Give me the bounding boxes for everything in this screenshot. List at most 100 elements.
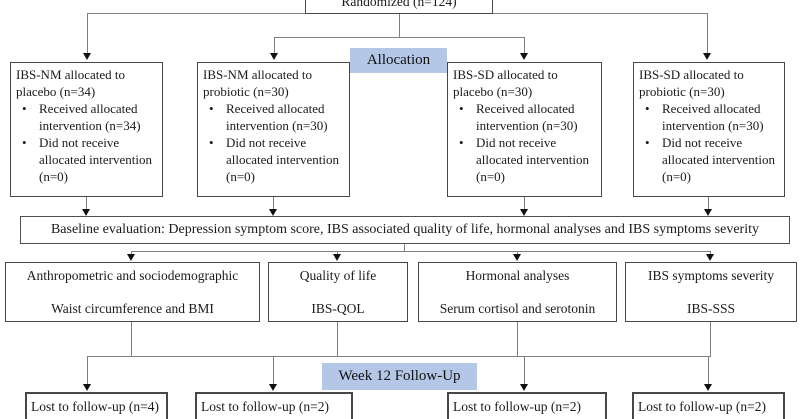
outcome-title: Hormonal analyses (465, 268, 570, 283)
lost-to-followup-text: Lost to follow-up (n=2) (453, 399, 581, 414)
bullet-item: • Received allocated intervention (n=30) (203, 100, 346, 134)
outcome-title: IBS symptoms severity (647, 268, 774, 283)
connector-line (517, 322, 518, 356)
arrowhead-down (706, 254, 714, 261)
bullet-text: Did not receive allocated intervention (… (39, 135, 152, 184)
bullet-text: Received allocated intervention (n=30) (226, 101, 328, 133)
connector-line (404, 244, 405, 252)
outcome-title: Anthropometric and sociodemographic (26, 268, 239, 283)
connector-line (524, 356, 525, 384)
followup-box-ibsnm-probiotic: Lost to follow-up (n=2) (195, 392, 353, 419)
connector-line (710, 322, 711, 356)
allocation-box-title: IBS-NM allocated to placebo (n=34) (16, 67, 126, 99)
outcome-title: Quality of life (299, 268, 377, 283)
arrowhead-down (269, 209, 277, 216)
connector-line (87, 13, 88, 54)
connector-line (337, 251, 338, 255)
bullet-icon: • (209, 135, 214, 150)
lost-to-followup-text: Lost to follow-up (n=2) (201, 399, 329, 414)
bullet-icon: • (645, 101, 650, 116)
connector-line (273, 197, 274, 210)
arrowhead-down (269, 384, 277, 391)
connector-line (131, 322, 132, 356)
connector-line (708, 197, 709, 210)
bullet-icon: • (22, 101, 27, 116)
randomized-box: Randomized (n=124) (305, 0, 493, 14)
followup-box-ibsnm-placebo: Lost to follow-up (n=4) (25, 392, 168, 419)
connector-line (87, 356, 88, 384)
bullet-text: Received allocated intervention (n=30) (662, 101, 764, 133)
allocation-box-title: IBS-SD allocated to placebo (n=30) (453, 67, 558, 99)
arrowhead-down (83, 384, 91, 391)
baseline-evaluation-bar: Baseline evaluation: Depression symptom … (20, 216, 790, 244)
bullet-icon: • (459, 135, 464, 150)
bullet-item: • Received allocated intervention (n=30) (453, 100, 598, 134)
connector-line (86, 197, 87, 210)
bullet-item: • Received allocated intervention (n=30) (639, 100, 781, 134)
bullet-text: Received allocated intervention (n=34) (39, 101, 141, 133)
connector-line (87, 356, 711, 357)
allocation-phase-label: Allocation (350, 48, 447, 73)
arrowhead-down (703, 53, 711, 60)
bullet-item: • Received allocated intervention (n=34) (16, 100, 159, 134)
connector-line (131, 251, 711, 252)
outcome-subtitle: IBS-SSS (686, 301, 736, 316)
allocation-box-ibssd-probiotic: IBS-SD allocated to probiotic (n=30) • R… (633, 62, 785, 197)
bullet-icon: • (459, 101, 464, 116)
bullet-icon: • (645, 135, 650, 150)
bullet-item: • Did not receive allocated intervention… (453, 134, 598, 185)
arrowhead-down (513, 254, 521, 261)
connector-line (399, 13, 400, 37)
bullet-item: • Did not receive allocated intervention… (203, 134, 346, 185)
connector-line (131, 251, 132, 255)
allocation-box-title: IBS-NM allocated to probiotic (n=30) (203, 67, 313, 99)
connector-line (274, 37, 525, 38)
allocation-box-ibsnm-probiotic: IBS-NM allocated to probiotic (n=30) • R… (197, 62, 350, 197)
bullet-text: Did not receive allocated intervention (… (226, 135, 339, 184)
lost-to-followup-text: Lost to follow-up (n=2) (638, 399, 766, 414)
bullet-text: Did not receive allocated intervention (… (662, 135, 775, 184)
arrowhead-down (127, 254, 135, 261)
bullet-icon: • (209, 101, 214, 116)
randomized-label: Randomized (n=124) (341, 0, 457, 9)
bullet-item: • Did not receive allocated intervention… (639, 134, 781, 185)
connector-line (707, 13, 708, 54)
arrowhead-down (83, 53, 91, 60)
outcome-box-quality-of-life: Quality of life IBS-QOL (268, 262, 408, 322)
outcome-subtitle: Serum cortisol and serotonin (439, 301, 596, 316)
outcome-box-hormonal-analyses: Hormonal analyses Serum cortisol and ser… (418, 262, 617, 322)
allocation-box-title: IBS-SD allocated to probiotic (n=30) (639, 67, 744, 99)
outcome-subtitle: IBS-QOL (311, 301, 365, 316)
week12-followup-phase-label: Week 12 Follow-Up (322, 363, 477, 390)
arrowhead-down (333, 254, 341, 261)
allocation-box-ibsnm-placebo: IBS-NM allocated to placebo (n=34) • Rec… (10, 62, 163, 197)
connector-line (524, 197, 525, 210)
followup-box-ibssd-probiotic: Lost to follow-up (n=2) (632, 392, 785, 419)
arrowhead-down (520, 209, 528, 216)
bullet-text: Received allocated intervention (n=30) (476, 101, 578, 133)
allocation-box-ibssd-placebo: IBS-SD allocated to placebo (n=30) • Rec… (447, 62, 602, 197)
outcome-subtitle: Waist circumference and BMI (51, 301, 214, 316)
bullet-icon: • (22, 135, 27, 150)
arrowhead-down (520, 53, 528, 60)
week12-followup-phase-text: Week 12 Follow-Up (338, 368, 461, 384)
connector-line (517, 251, 518, 255)
arrowhead-down (82, 209, 90, 216)
allocation-phase-text: Allocation (366, 52, 431, 68)
lost-to-followup-text: Lost to follow-up (n=4) (31, 399, 159, 414)
connector-line (708, 356, 709, 384)
arrowhead-down (270, 53, 278, 60)
bullet-text: Did not receive allocated intervention (… (476, 135, 589, 184)
bullet-item: • Did not receive allocated intervention… (16, 134, 159, 185)
connector-line (273, 356, 274, 384)
arrowhead-down (704, 209, 712, 216)
connector-line (524, 37, 525, 54)
followup-box-ibssd-placebo: Lost to follow-up (n=2) (447, 392, 607, 419)
baseline-evaluation-text: Baseline evaluation: Depression symptom … (50, 222, 760, 237)
arrowhead-down (704, 384, 712, 391)
outcome-box-ibs-symptoms-severity: IBS symptoms severity IBS-SSS (625, 262, 797, 322)
connector-line (337, 322, 338, 356)
connector-line (710, 251, 711, 255)
connector-line (274, 37, 275, 54)
arrowhead-down (520, 384, 528, 391)
